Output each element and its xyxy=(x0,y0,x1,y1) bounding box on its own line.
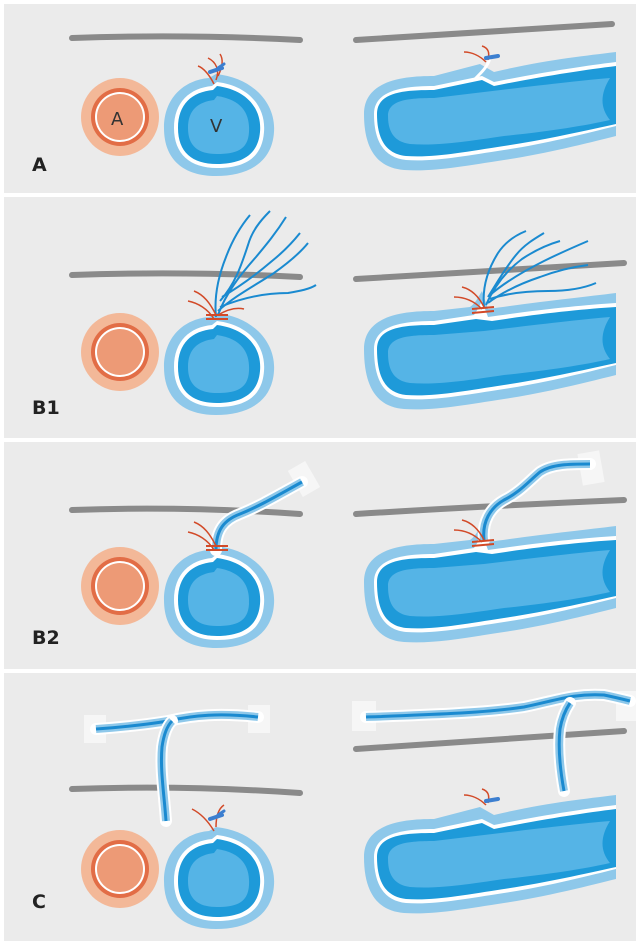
artery-cross-section xyxy=(81,830,159,908)
skin-surface-line xyxy=(72,24,612,40)
panel-c-diagram xyxy=(4,673,636,941)
vein-label: V xyxy=(210,116,223,137)
lymph-vessel-network xyxy=(215,211,316,317)
clip-icon xyxy=(210,811,224,819)
artery-label: A xyxy=(111,109,124,130)
artery-cross-section xyxy=(81,547,159,625)
clip-icon-long xyxy=(486,799,498,801)
vein-cross-section xyxy=(164,827,274,929)
vein-cross-section xyxy=(164,546,274,648)
panel-label: B1 xyxy=(32,397,60,419)
lymph-vessel-t-graft xyxy=(84,705,270,821)
panel-a-diagram: A V xyxy=(4,4,636,193)
lymph-vessel-graft xyxy=(216,461,320,550)
clip-icon xyxy=(210,64,224,72)
vein-longitudinal-section xyxy=(364,524,616,642)
skin-surface-line xyxy=(72,500,624,514)
panel-b2: B2 xyxy=(4,442,636,669)
vein-longitudinal-section xyxy=(364,795,616,913)
panel-label: C xyxy=(32,891,46,913)
vein-longitudinal-section xyxy=(364,291,616,409)
panel-b2-diagram xyxy=(4,442,636,669)
panel-c: C xyxy=(4,673,636,941)
clip-icon-long xyxy=(486,56,498,58)
panel-label: A xyxy=(32,154,47,176)
panel-a: A V A xyxy=(4,4,636,193)
vein-cross-section: V xyxy=(164,74,274,176)
panel-b1-diagram xyxy=(4,197,636,438)
vein-longitudinal-section xyxy=(364,52,616,170)
skin-surface-line xyxy=(72,731,624,793)
panel-b1: B1 xyxy=(4,197,636,438)
vein-cross-section xyxy=(164,313,274,415)
lymph-vessel-graft-long xyxy=(484,450,605,540)
artery-cross-section xyxy=(81,313,159,391)
panel-label: B2 xyxy=(32,627,60,649)
artery-cross-section: A xyxy=(81,78,159,156)
